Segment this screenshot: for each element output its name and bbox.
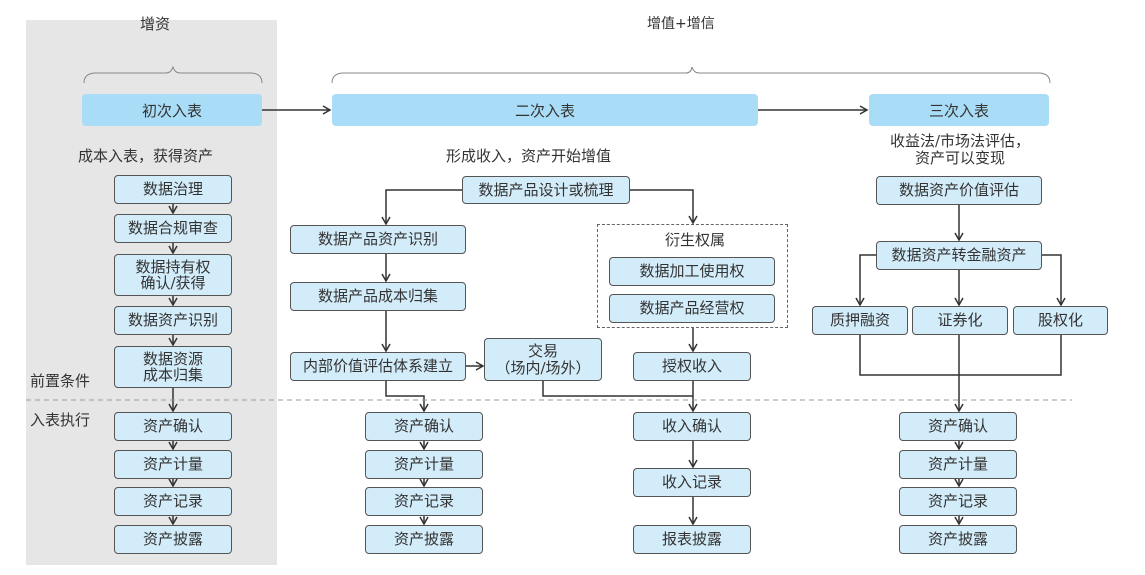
stage2-data-product-operation-right: 数据产品经营权 (609, 294, 775, 323)
stage3-option-equitization: 股权化 (1013, 306, 1108, 335)
stage1-exec-asset-measurement: 资产计量 (114, 450, 232, 479)
stage1-step-compliance-review: 数据合规审查 (114, 214, 232, 243)
stage2-product-cost-aggregation: 数据产品成本归集 (290, 282, 466, 311)
stage3-to-financial-asset: 数据资产转金融资产 (876, 241, 1042, 270)
brace-label-capital-increase: 增资 (140, 15, 171, 33)
stage2-license-income: 授权收入 (633, 352, 751, 381)
stage-subtitle-third: 收益法/市场法评估， 资产可以变现 (889, 132, 1031, 168)
row-label-preconditions: 前置条件 (30, 372, 91, 390)
stage2-product-asset-identification: 数据产品资产识别 (290, 225, 466, 254)
stage2-data-processing-right: 数据加工使用权 (609, 257, 775, 286)
brace-value-credit-increase (331, 66, 1051, 84)
stage2-exec-income-recording: 收入记录 (633, 468, 751, 497)
stage2-exec-report-disclosure: 报表披露 (633, 525, 751, 554)
stage-subtitle-first: 成本入表，获得资产 (78, 147, 214, 165)
stage3-exec-asset-measurement: 资产计量 (899, 450, 1017, 479)
stage1-step-ownership-confirmation: 数据持有权 确认/获得 (114, 254, 232, 296)
stage1-exec-asset-recognition: 资产确认 (114, 412, 232, 441)
stage2-exec-asset-measurement: 资产计量 (365, 450, 483, 479)
stage-header-second-text: 二次入表 (514, 101, 575, 120)
line-trade-to-income (542, 381, 693, 397)
stage2-root-product-design: 数据产品设计或梳理 (462, 176, 630, 204)
stage1-exec-asset-recording: 资产记录 (114, 487, 232, 516)
stage2-derived-rights-title: 衍生权属 (665, 231, 726, 249)
brace-label-value-credit-increase: 增值+增信 (647, 16, 715, 32)
arrow-valuation-to-exec (385, 381, 429, 413)
stage3-option-securitization: 证券化 (912, 306, 1008, 335)
stage3-exec-asset-recording: 资产记录 (899, 487, 1017, 516)
stage-header-first: 初次入表 (82, 94, 262, 126)
stage3-exec-asset-disclosure: 资产披露 (899, 525, 1017, 554)
stage-header-first-text: 初次入表 (141, 101, 202, 120)
stage3-asset-valuation: 数据资产价值评估 (876, 176, 1042, 205)
stage1-step-data-governance: 数据治理 (114, 175, 232, 204)
stage-header-second: 二次入表 (332, 94, 758, 126)
stage-header-third-text: 三次入表 (928, 101, 989, 120)
stage2-internal-valuation-system: 内部价值评估体系建立 (290, 352, 466, 381)
stage1-exec-asset-disclosure: 资产披露 (114, 525, 232, 554)
stage3-option-pledge-financing: 质押融资 (812, 306, 908, 335)
arrow-to-equity (1042, 254, 1066, 307)
stage2-exec-income-recognition: 收入确认 (633, 412, 751, 441)
line-options-merge (859, 335, 1062, 376)
stage2-exec-asset-recognition: 资产确认 (365, 412, 483, 441)
stage2-trade-box: 交易 （场内/场外） (484, 338, 602, 381)
arrow-root-to-left (381, 189, 462, 226)
stage1-step-asset-identification: 数据资产识别 (114, 306, 232, 335)
row-label-execution: 入表执行 (30, 411, 91, 429)
stage3-exec-asset-recognition: 资产确认 (899, 412, 1017, 441)
stage2-exec-asset-recording: 资产记录 (365, 487, 483, 516)
stage-header-third: 三次入表 (869, 94, 1049, 126)
stage-subtitle-second: 形成收入，资产开始增值 (446, 147, 612, 165)
stage1-step-cost-aggregation: 数据资源 成本归集 (114, 346, 232, 388)
arrow-to-pledge (855, 254, 876, 307)
stage2-exec-asset-disclosure: 资产披露 (365, 525, 483, 554)
arrow-root-to-rights (630, 189, 698, 225)
